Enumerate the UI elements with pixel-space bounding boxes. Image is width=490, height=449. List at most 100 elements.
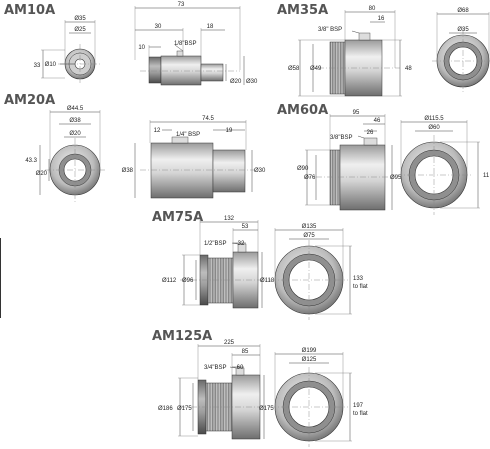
am75a-dim-d75: Ø75: [303, 233, 315, 239]
model-title-am20a: AM20A: [4, 93, 55, 108]
am35a-dim-l48: 48: [405, 66, 412, 72]
am75a-dim-bsp: 1/2"BSP: [204, 241, 226, 247]
am60a-knurled-ring: [329, 149, 341, 206]
am60a-body: [339, 144, 386, 211]
am60a-dim-d60: Ø60: [428, 125, 440, 131]
am75a-side-view: 132 53 1/2"BSP 32 Ø112 Ø96 Ø118: [162, 216, 275, 309]
am10a-dim-d30: Ø30: [246, 79, 258, 85]
am20a-body: [150, 142, 214, 199]
am125a-dim-l225: 225: [224, 340, 235, 346]
am60a-dim-l11: 11: [483, 173, 490, 179]
page-edge-marker: [0, 238, 1, 318]
am20a-dim-d38s: Ø38: [122, 168, 134, 174]
am20a-dim-d20b: Ø20: [36, 171, 48, 177]
am10a-dim-d20: Ø20: [230, 79, 242, 85]
am10a-port: [176, 50, 184, 57]
model-title-am60a: AM60A: [277, 103, 328, 118]
am75a-dim-l32: 32: [238, 241, 245, 247]
am10a-dim-bsp: 1/8"BSP: [174, 41, 196, 47]
am20a-dim-l12: 12: [154, 128, 161, 134]
model-am60a: AM60A 95 46 3/8"BSP 26 Ø90 Ø76 Ø95: [277, 103, 490, 215]
am125a-dim-bsp: 3/4"BSP: [204, 365, 226, 371]
am75a-end-view: Ø135 Ø75 133 to flat: [270, 224, 368, 320]
am10a-side-view: 73 30 18 10 1/8"BSP Ø20 Ø30: [134, 2, 258, 86]
am75a-port: [237, 243, 247, 253]
am60a-dim-d90: Ø90: [297, 166, 309, 172]
model-am75a: AM75A 132 53 1/2"BSP 32 Ø112 Ø96 Ø118: [152, 210, 368, 320]
am10a-body: [160, 55, 202, 86]
am60a-end-view: Ø115.5 Ø60 11: [396, 116, 490, 215]
am60a-dim-d1155: Ø115.5: [424, 116, 444, 122]
am75a-dim-d118: Ø118: [260, 278, 275, 284]
am125a-dim-l60: 60: [237, 365, 244, 371]
am20a-dim-d30s: Ø30: [254, 168, 266, 174]
am75a-dim-l53: 53: [242, 224, 249, 230]
am125a-dim-d125: Ø125: [302, 357, 317, 363]
am10a-dim-l73: 73: [178, 2, 185, 8]
am20a-dim-bsp: 1/4" BSP: [176, 132, 200, 138]
model-title-am35a: AM35A: [277, 3, 328, 18]
am35a-dim-d68: Ø68: [457, 8, 469, 14]
am35a-end-view: Ø68 Ø35: [432, 8, 490, 92]
am20a-dim-l433: 43.3: [25, 158, 37, 164]
am75a-dim-l132: 132: [224, 216, 235, 222]
am10a-dim-l33: 33: [34, 63, 41, 69]
am10a-dim-d25: Ø25: [74, 27, 86, 33]
am10a-end-view: Ø35 Ø25 33 Ø10: [34, 16, 102, 84]
am20a-end-view: Ø44.5 Ø38 Ø20 43.3 Ø20: [25, 106, 105, 202]
model-title-am75a: AM75A: [152, 210, 203, 225]
am125a-dim-d175: Ø175: [177, 406, 192, 412]
am125a-dim-d199: Ø199: [302, 348, 317, 354]
am75a-dim-d135: Ø135: [302, 224, 317, 230]
am75a-dim-d112: Ø112: [162, 278, 177, 284]
am20a-dim-d38: Ø38: [69, 118, 81, 124]
am60a-dim-d95: Ø95: [390, 175, 402, 181]
am125a-dim-d186: Ø186: [158, 406, 173, 412]
model-title-am125a: AM125A: [152, 329, 212, 344]
am60a-dim-d76: Ø76: [304, 175, 316, 181]
am10a-spigot: [200, 63, 224, 82]
am20a-side-view: 74.5 12 1/4" BSP 19 Ø38 Ø30: [122, 116, 266, 199]
am75a-dim-flat: to flat: [353, 284, 368, 290]
model-am35a: AM35A 80 16 3/8" BSP Ø58 Ø49 48 Ø68: [277, 3, 490, 97]
am20a-dim-l19: 19: [226, 128, 233, 134]
am10a-dim-l30: 30: [155, 24, 162, 30]
am125a-end-view: Ø199 Ø125 197 to flat: [270, 348, 368, 447]
am60a-dim-l46: 46: [374, 118, 381, 124]
am75a-dim-d96: Ø96: [182, 278, 194, 284]
model-am20a: AM20A Ø44.5 Ø38 Ø20 43.3 Ø20 74.5 12: [4, 93, 266, 202]
am20a-port: [171, 136, 189, 144]
am125a-port: [235, 367, 245, 376]
model-am125a: AM125A 225 85 3/4"BSP 60 Ø186 Ø175 Ø175: [152, 329, 368, 447]
model-am10a: AM10A Ø35 Ø25 33 Ø10 73 30 18: [4, 2, 258, 86]
am35a-dim-bsp: 3/8" BSP: [318, 27, 342, 33]
am10a-dim-l10: 10: [138, 45, 145, 51]
am10a-dim-d10: Ø10: [45, 62, 57, 68]
am75a-knurled-ring: [207, 257, 234, 304]
am35a-side-view: 80 16 3/8" BSP Ø58 Ø49 48: [288, 6, 412, 97]
am20a-dim-d445: Ø44.5: [67, 106, 84, 112]
am60a-dim-bsp: 3/8"BSP: [330, 135, 352, 141]
am20a-dim-d20: Ø20: [69, 131, 81, 137]
am60a-side-view: 95 46 3/8"BSP 26 Ø90 Ø76 Ø95: [297, 110, 402, 211]
am10a-dim-d35: Ø35: [74, 16, 86, 22]
am60a-dim-l95: 95: [353, 110, 360, 116]
am60a-dim-l26: 26: [367, 130, 374, 136]
am35a-dim-d49: Ø49: [310, 66, 322, 72]
am35a-port: [358, 32, 371, 41]
am10a-flange: [148, 56, 162, 84]
am125a-dim-d175b: Ø175: [259, 406, 274, 412]
am35a-dim-l80: 80: [369, 6, 376, 12]
am20a-dim-l745: 74.5: [202, 116, 214, 122]
am75a-dim-l133: 133: [353, 276, 364, 282]
am35a-dim-d58: Ø58: [288, 66, 300, 72]
am35a-dim-d35: Ø35: [457, 27, 469, 33]
am60a-port: [363, 137, 378, 146]
am125a-side-view: 225 85 3/4"BSP 60 Ø186 Ø175 Ø175: [158, 340, 274, 440]
am35a-dim-l16: 16: [378, 16, 385, 22]
model-title-am10a: AM10A: [4, 3, 55, 18]
am10a-dim-l18: 18: [207, 24, 214, 30]
am20a-spigot: [212, 149, 246, 193]
am125a-dim-l85: 85: [242, 349, 249, 355]
